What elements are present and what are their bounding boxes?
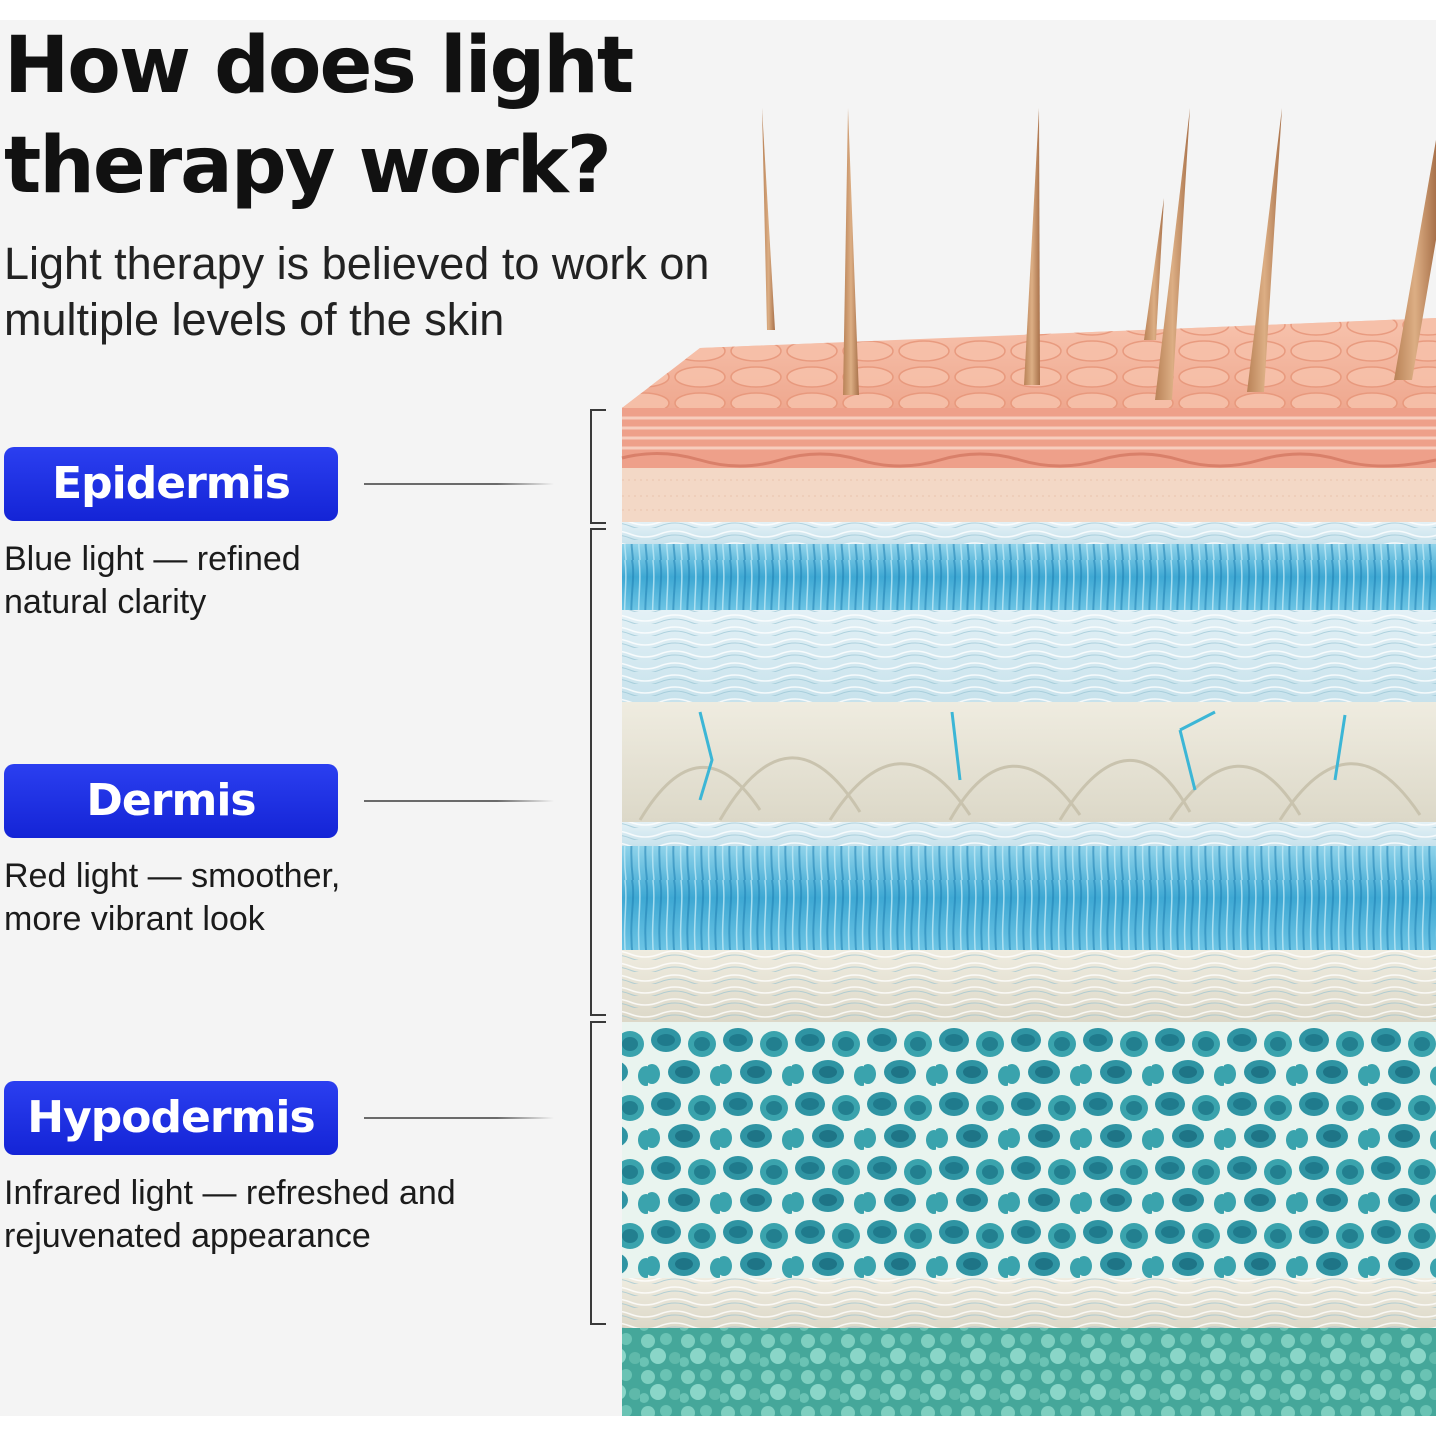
epidermis-bracket	[590, 409, 606, 524]
epidermis-description: Blue light — refined natural clarity	[4, 540, 301, 621]
hypodermis-bracket	[590, 1021, 606, 1325]
hypodermis-connector-line	[364, 1117, 554, 1119]
dermis-badge: Dermis	[4, 764, 338, 838]
epidermis-badge: Epidermis	[4, 447, 338, 521]
dermis-description: Red light — smoother, more vibrant look	[4, 857, 341, 938]
hypodermis-description: Infrared light — refreshed and rejuvenat…	[4, 1174, 456, 1255]
dermis-connector-line	[364, 800, 554, 802]
hypodermis-badge: Hypodermis	[4, 1081, 338, 1155]
dermis-bracket	[590, 528, 606, 1016]
epidermis-connector-line	[364, 483, 554, 485]
page-title: How does light therapy work?	[4, 21, 634, 211]
page-subtitle: Light therapy is believed to work on mul…	[4, 238, 710, 345]
